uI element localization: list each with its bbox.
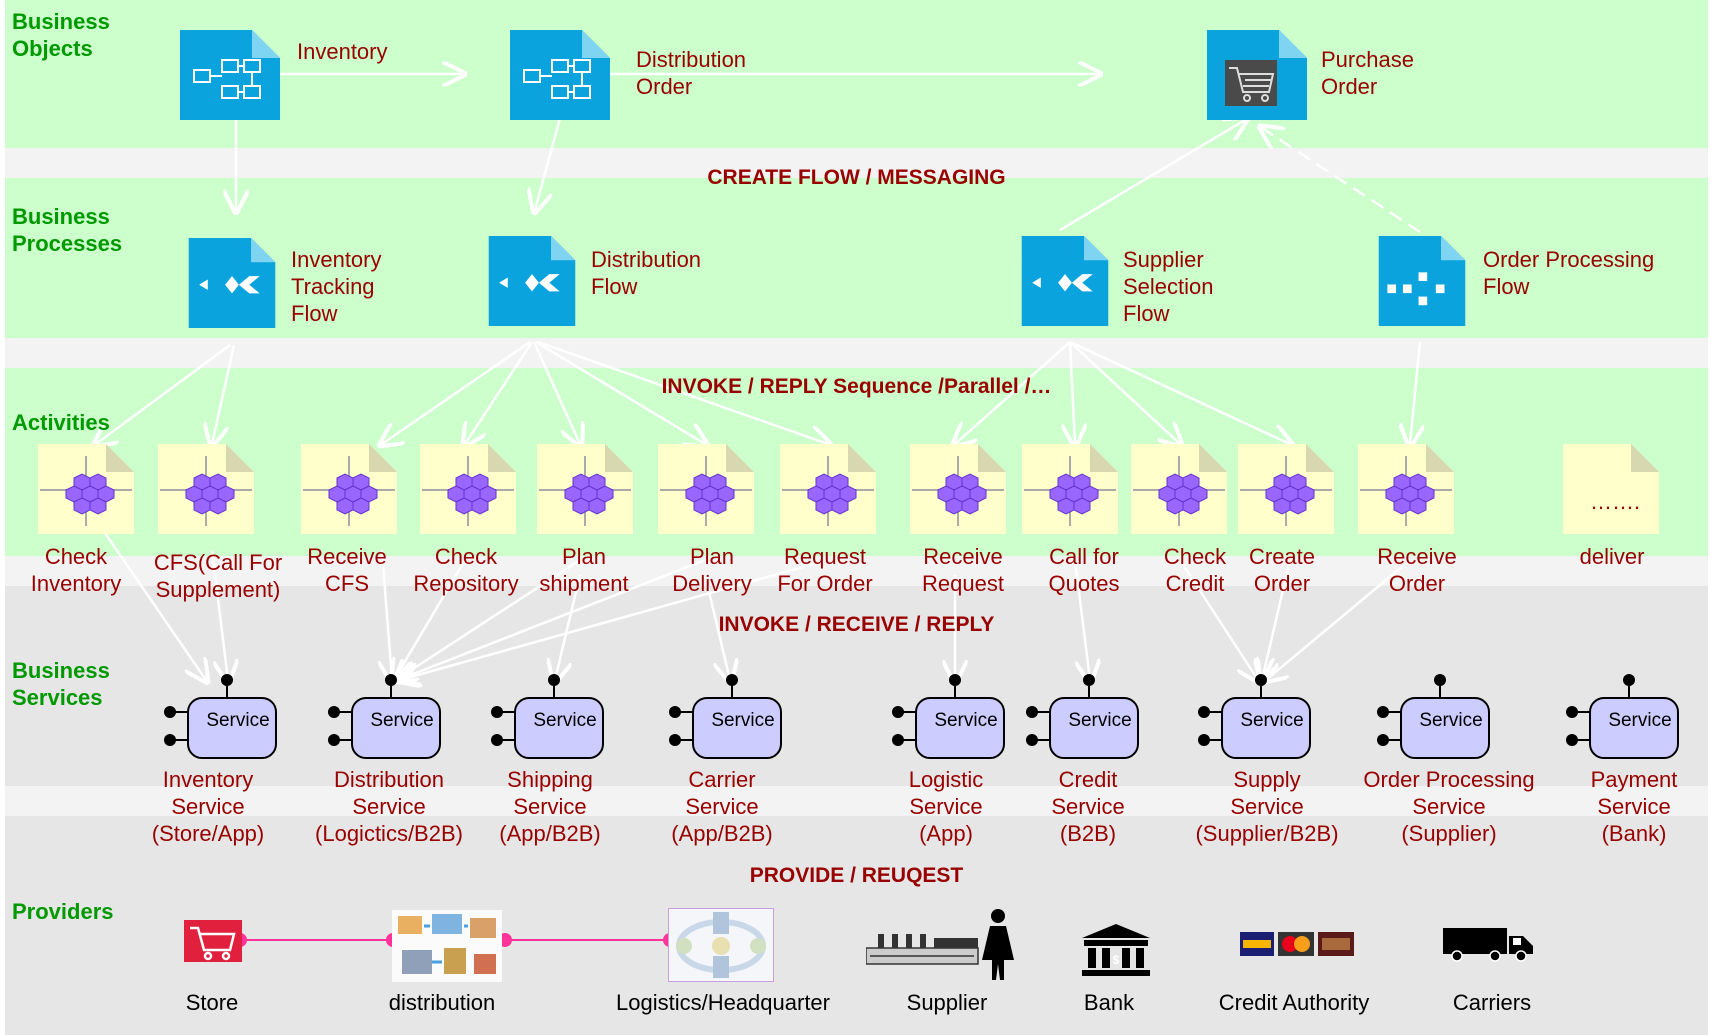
activity-placeholder-icon[interactable] xyxy=(1563,444,1659,534)
activity-icon[interactable] xyxy=(658,444,754,534)
distribution-center-icon xyxy=(392,910,502,982)
purchase-order-object-icon[interactable] xyxy=(1207,30,1307,120)
logistics-headquarter-icon xyxy=(668,908,774,982)
logistic-service-label: Logistic Service (App) xyxy=(908,767,984,846)
separator-band xyxy=(5,556,1708,586)
service-box-label: Service xyxy=(934,710,998,731)
service-box-label: Service xyxy=(711,710,775,731)
provider-label-credit-authority: Credit Authority xyxy=(1218,990,1370,1015)
activity-label: CFS(Call For Supplement) xyxy=(153,550,283,602)
activity-label: Receive Request xyxy=(922,544,1004,596)
service-box-label: Service xyxy=(206,710,270,731)
activity-label: Receive Order xyxy=(1377,544,1457,596)
service-box-label: Service xyxy=(1419,710,1483,731)
activity-icon[interactable] xyxy=(1358,444,1454,534)
activity-label: Plan Delivery xyxy=(672,544,752,596)
service-box-label: Service xyxy=(1240,710,1304,731)
carrier-truck-icon xyxy=(1443,928,1533,962)
order-processing-service-box[interactable]: Service xyxy=(1375,670,1505,760)
shipping-service-box[interactable]: Service xyxy=(489,670,619,760)
order-processing-flow-label: Order Processing Flow xyxy=(1483,247,1655,299)
inventory-object-label: Inventory xyxy=(297,39,388,64)
activity-label: Plan shipment xyxy=(539,544,629,596)
activity-icon[interactable] xyxy=(910,444,1006,534)
separator-invoke-reply: INVOKE / REPLY Sequence /Parallel /… xyxy=(661,375,1052,398)
provider-label-supplier: Supplier xyxy=(906,990,988,1015)
service-box-label: Service xyxy=(1608,710,1672,731)
separator-create-flow: CREATE FLOW / MESSAGING xyxy=(707,166,1006,189)
activity-label: Check Inventory xyxy=(30,544,122,596)
inventory-service-box[interactable]: Service xyxy=(162,670,292,760)
provider-label-carriers: Carriers xyxy=(1452,990,1532,1015)
distribution-flow-icon[interactable] xyxy=(482,236,582,326)
distribution-flow-label: Distribution Flow xyxy=(591,247,702,299)
supplier-selection-flow-label: Supplier Selection Flow xyxy=(1123,247,1214,326)
inventory-tracking-flow-icon[interactable] xyxy=(182,238,282,328)
activity-label: Receive CFS xyxy=(307,544,387,596)
provider-label-distribution: distribution xyxy=(388,990,496,1015)
shipping-service-label: Shipping Service (App/B2B) xyxy=(499,767,601,846)
activity-label: Call for Quotes xyxy=(1048,544,1120,596)
separator-band xyxy=(5,148,1708,178)
providers-band xyxy=(5,816,1708,1035)
section-business-processes: Business Processes xyxy=(12,204,123,256)
activity-icon[interactable] xyxy=(1131,444,1227,534)
activity-icon[interactable] xyxy=(38,444,134,534)
order-processing-service-label: Order Processing Service (Supplier) xyxy=(1363,767,1535,846)
service-box-label: Service xyxy=(1068,710,1132,731)
activity-icon[interactable] xyxy=(301,444,397,534)
activity-icon[interactable] xyxy=(537,444,633,534)
distribution-service-box[interactable]: Service xyxy=(326,670,456,760)
credit-service-box[interactable]: Service xyxy=(1024,670,1154,760)
provider-label-logistics: Logistics/Headquarter xyxy=(615,990,831,1015)
logistic-service-box[interactable]: Service xyxy=(890,670,1020,760)
section-business-objects: Business Objects xyxy=(12,9,110,61)
supplier-selection-flow-icon[interactable] xyxy=(1015,236,1115,326)
section-providers: Providers xyxy=(12,899,114,924)
activity-icon[interactable] xyxy=(420,444,516,534)
purchase-order-object-label: Purchase Order xyxy=(1321,47,1414,99)
distribution-order-object-icon[interactable] xyxy=(510,30,610,120)
separator-band xyxy=(5,786,1708,816)
activity-label: Create Order xyxy=(1248,544,1316,596)
service-box-label: Service xyxy=(533,710,597,731)
separator-band xyxy=(5,338,1708,368)
inventory-service-label: Inventory Service (Store/App) xyxy=(151,767,265,846)
svg-text:$: $ xyxy=(1113,953,1120,967)
carrier-service-label: Carrier Service (App/B2B) xyxy=(671,767,773,846)
inventory-object-icon[interactable] xyxy=(180,30,280,120)
section-activities: Activities xyxy=(12,410,110,435)
activity-label: Request For Order xyxy=(777,544,873,596)
inventory-tracking-flow-label: Inventory Tracking Flow xyxy=(291,247,382,326)
activity-icon[interactable] xyxy=(1238,444,1334,534)
payment-service-box[interactable]: Service xyxy=(1564,670,1694,760)
provider-label-store: Store xyxy=(185,990,239,1015)
activity-icon[interactable] xyxy=(1022,444,1118,534)
distribution-service-label: Distribution Service (Logictics/B2B) xyxy=(315,767,463,846)
activity-label: Check Repository xyxy=(413,544,519,596)
payment-service-label: Payment Service (Bank) xyxy=(1590,767,1678,846)
supply-service-label: Supply Service (Supplier/B2B) xyxy=(1195,767,1339,846)
separator-invoke-receive: INVOKE / RECEIVE / REPLY xyxy=(718,613,995,636)
activity-label: Check Credit xyxy=(1163,544,1227,596)
order-processing-flow-icon[interactable] xyxy=(1372,236,1472,326)
credit-cards-icon xyxy=(1240,932,1354,956)
activity-label: deliver xyxy=(1579,544,1645,569)
supply-service-box[interactable]: Service xyxy=(1196,670,1326,760)
activity-placeholder-text: ……. xyxy=(1590,489,1641,514)
activity-icon[interactable] xyxy=(780,444,876,534)
separator-provide-request: PROVIDE / REUQEST xyxy=(749,864,964,887)
supplier-factory-person-icon xyxy=(866,909,1014,980)
credit-service-label: Credit Service (B2B) xyxy=(1051,767,1125,846)
section-business-services: Business Services xyxy=(12,658,110,710)
carrier-service-box[interactable]: Service xyxy=(667,670,797,760)
distribution-order-object-label: Distribution Order xyxy=(636,47,747,99)
activity-icon[interactable] xyxy=(158,444,254,534)
provider-label-bank: Bank xyxy=(1083,990,1135,1015)
service-box-label: Service xyxy=(370,710,434,731)
bank-building-icon: $ xyxy=(1082,924,1150,976)
store-cart-icon xyxy=(184,920,242,962)
